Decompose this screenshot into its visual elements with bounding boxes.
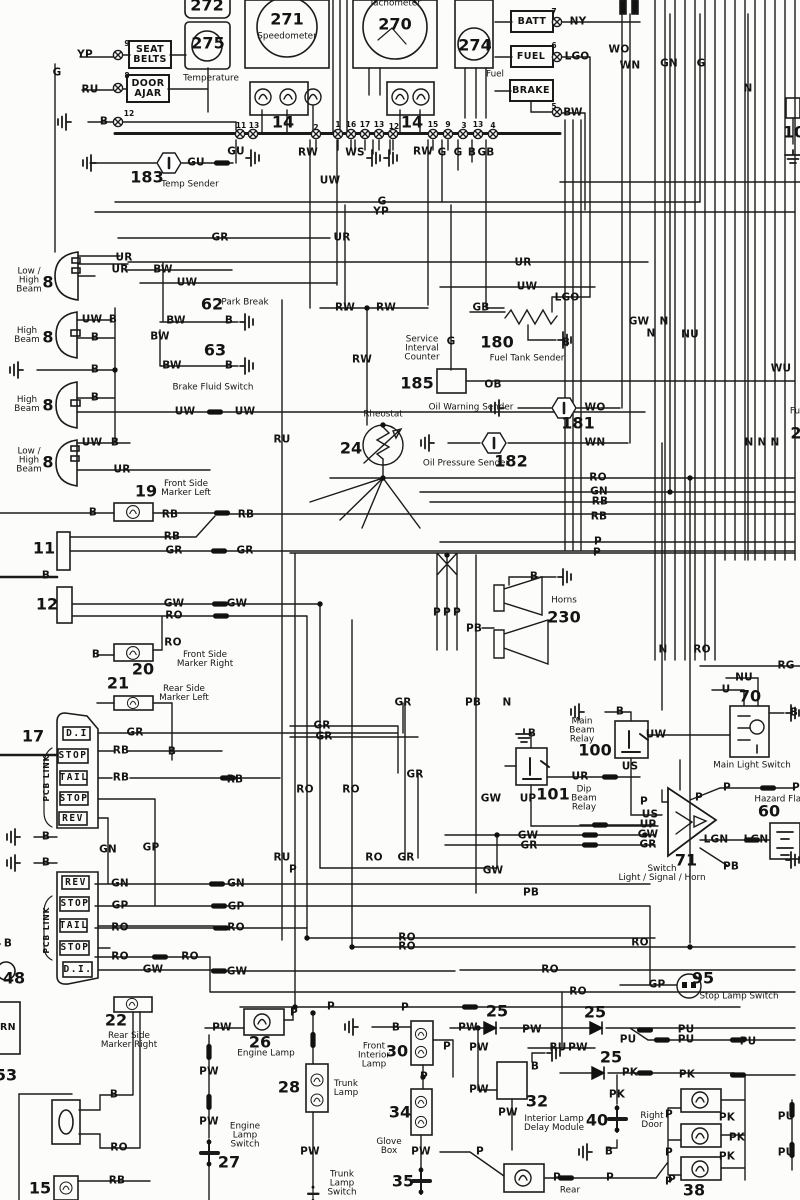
headlamp-symbols (54, 251, 81, 487)
lamp-cluster-outlines (43, 712, 99, 985)
symbols-layer (0, 16, 800, 1200)
